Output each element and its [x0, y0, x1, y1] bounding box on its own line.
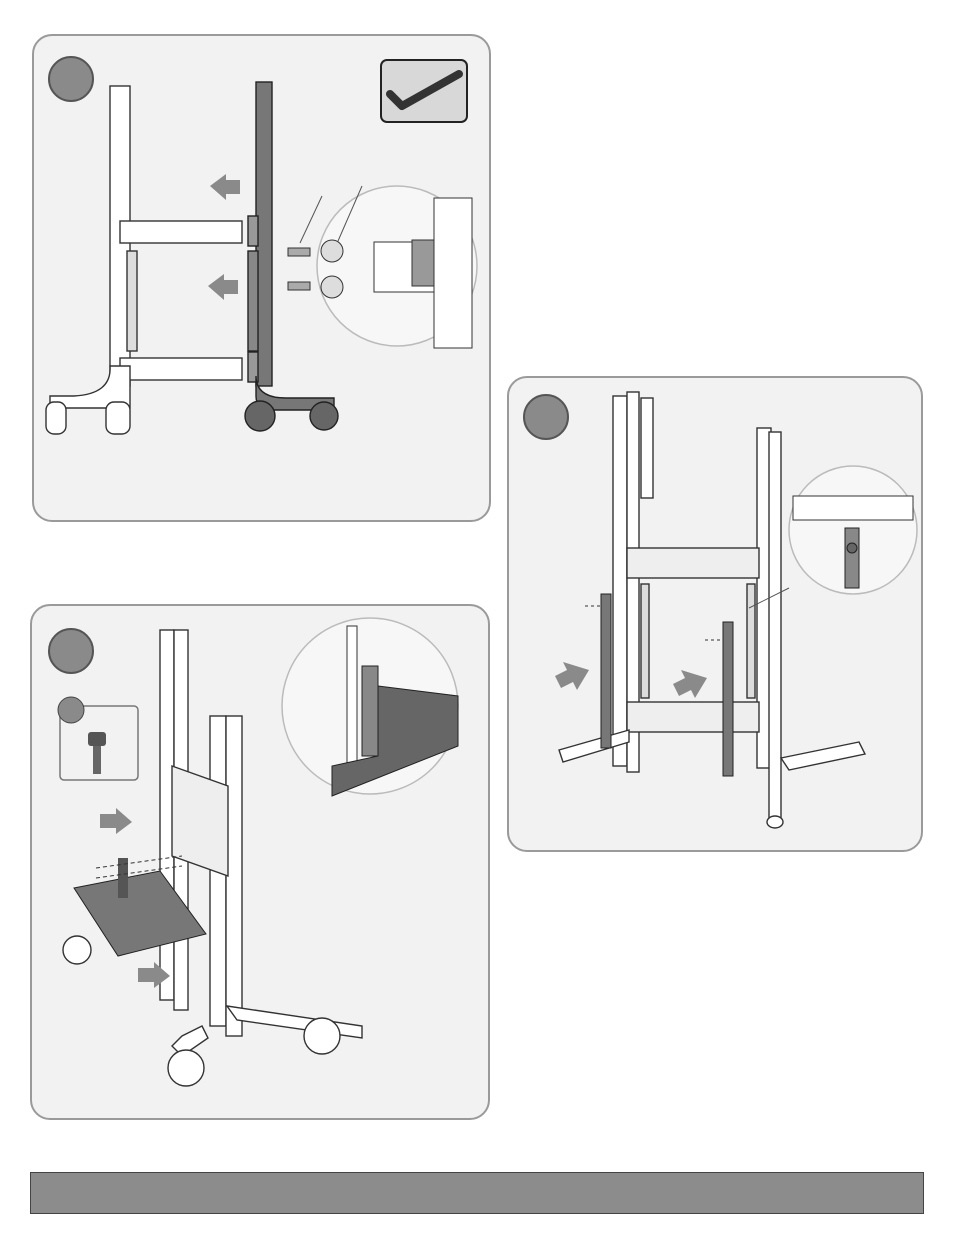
magnify-detail-icon: [282, 618, 458, 796]
footer-bar: [30, 1172, 924, 1214]
assembly-illustration-3: [509, 378, 923, 852]
screw-icon: [58, 697, 138, 780]
step-panel-2: [30, 604, 490, 1120]
hex-key-icon: [381, 60, 467, 122]
cart-frame-left: [46, 86, 242, 434]
step-panel-1: [32, 34, 491, 522]
assembly-illustration-2: [32, 606, 490, 1120]
step-panel-3: [507, 376, 923, 852]
magnify-detail-icon: [288, 186, 477, 348]
assembly-illustration-1: [34, 36, 491, 522]
